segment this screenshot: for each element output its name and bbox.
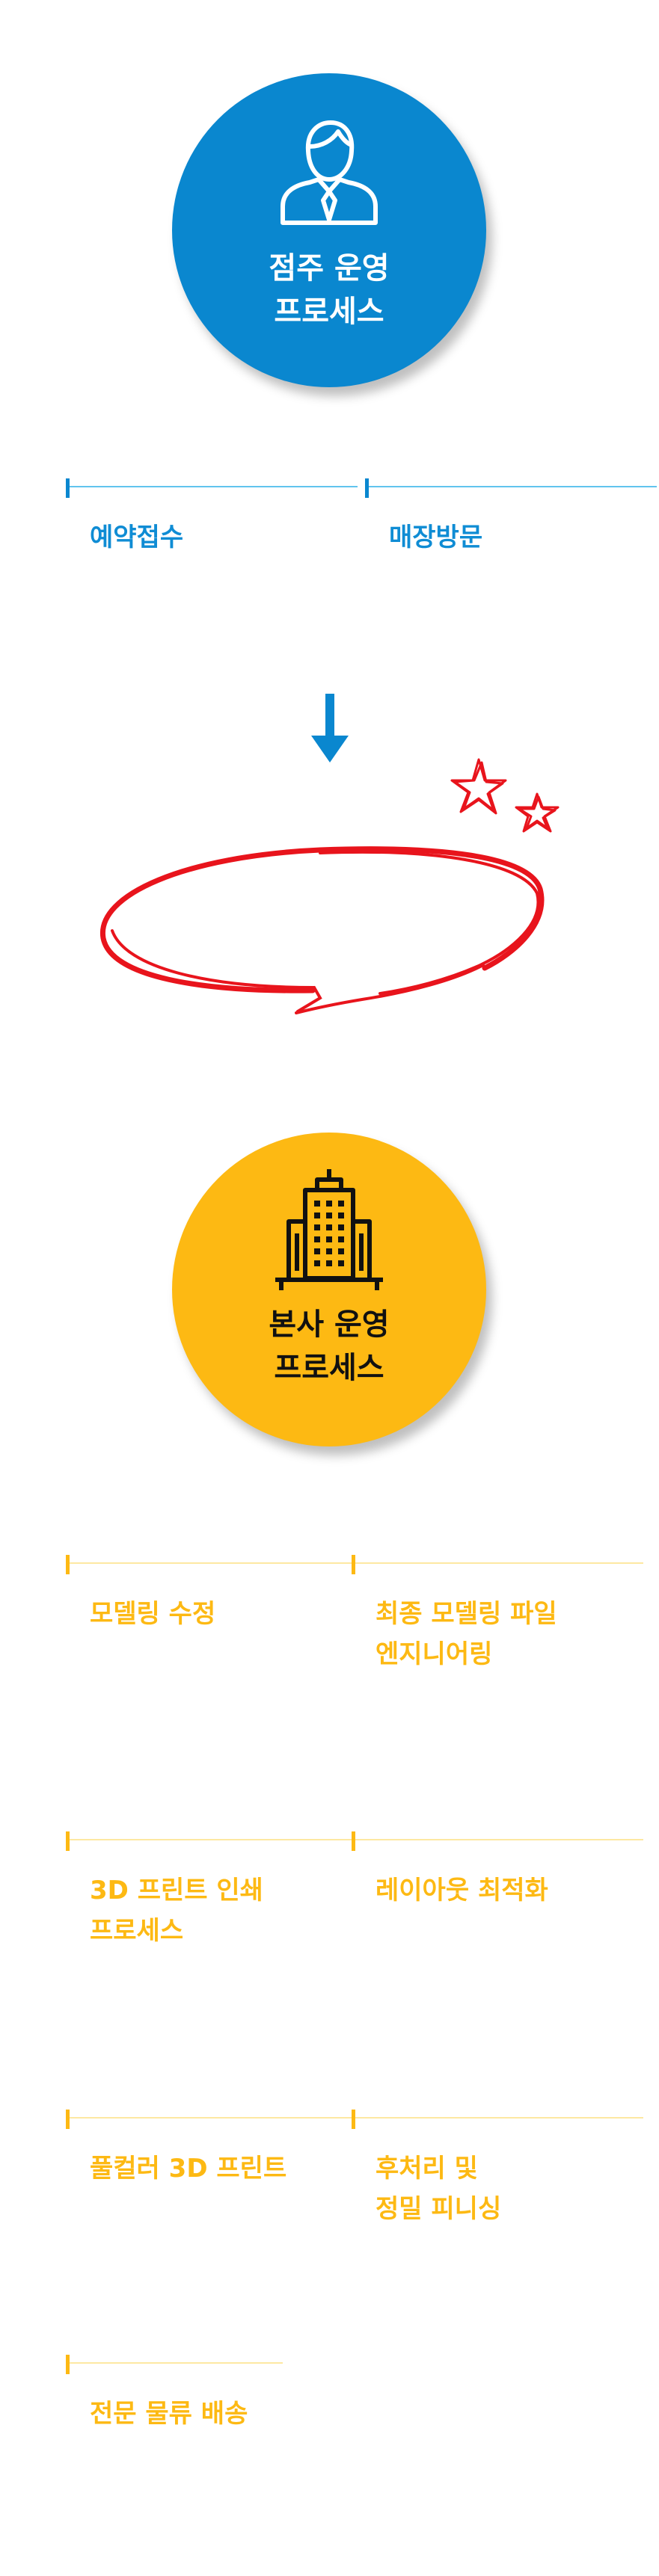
step-tick [352, 1555, 355, 1574]
hq-step-label: 후처리 및 정밀 피니싱 [376, 2148, 501, 2229]
step-line [352, 1839, 643, 1840]
store-step-label: 예약접수 [90, 517, 183, 558]
hq-process-title: 본사 운영 프로세스 [172, 1303, 486, 1390]
hq-step-label: 풀컬러 3D 프린트 [90, 2148, 286, 2189]
step-line [66, 486, 358, 487]
hq-step-label: 최종 모델링 파일 엔지니어링 [376, 1594, 557, 1674]
hq-title-line2: 프로세스 [172, 1346, 486, 1390]
arrow-down-icon [308, 694, 352, 765]
store-title-line1: 점주 운영 [172, 247, 486, 290]
store-process-circle: 점주 운영 프로세스 [172, 73, 486, 387]
step-tick [66, 2355, 70, 2374]
step-line [66, 2362, 283, 2364]
hq-step-label: 레이아웃 최적화 [376, 1870, 548, 1911]
step-line [66, 2117, 358, 2119]
step-line [66, 1839, 358, 1840]
step-tick [365, 478, 369, 498]
hq-step-label: 3D 프린트 인쇄 프로세스 [90, 1870, 263, 1951]
businessman-icon [277, 117, 381, 229]
store-title-line2: 프로세스 [172, 290, 486, 333]
step-tick [66, 2110, 70, 2129]
store-process-title: 점주 운영 프로세스 [172, 247, 486, 333]
step-tick [66, 478, 70, 498]
step-line [365, 486, 657, 487]
hq-title-line1: 본사 운영 [172, 1303, 486, 1346]
step-tick [352, 2110, 355, 2129]
step-tick [66, 1555, 70, 1574]
step-line [352, 2117, 643, 2119]
hq-step-label: 전문 물류 배송 [90, 2394, 248, 2434]
store-step-label: 매장방문 [389, 517, 482, 558]
building-icon [272, 1166, 386, 1292]
hq-step-label: 모델링 수정 [90, 1594, 215, 1634]
step-line [66, 1562, 358, 1564]
hq-process-circle: 본사 운영 프로세스 [172, 1133, 486, 1446]
red-speech-bubble-icon [96, 811, 560, 1020]
step-line [352, 1562, 643, 1564]
step-tick [66, 1831, 70, 1851]
step-tick [352, 1831, 355, 1851]
